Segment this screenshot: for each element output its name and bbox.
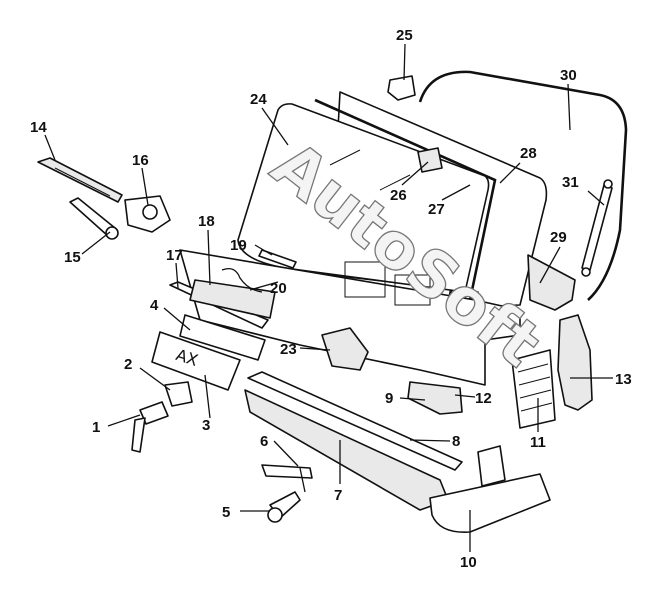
callout-19: 19	[230, 237, 247, 254]
part-24-glass	[237, 103, 490, 293]
callout-17: 17	[166, 247, 183, 264]
part-6-support	[261, 464, 313, 479]
callout-26: 26	[390, 187, 407, 204]
part-3-plate	[151, 331, 241, 391]
callout-15: 15	[64, 249, 81, 266]
callout-29: 29	[550, 229, 567, 246]
callout-9: 9	[385, 390, 393, 407]
part-20-pin	[258, 249, 297, 269]
callout-16: 16	[132, 152, 149, 169]
callout-4: 4	[150, 297, 159, 314]
callout-25: 25	[396, 27, 413, 44]
callout-3: 3	[202, 417, 210, 434]
callout-14: 14	[30, 119, 47, 136]
callout-30: 30	[560, 67, 577, 84]
callout-12: 12	[475, 390, 492, 407]
callout-1: 1	[92, 419, 100, 436]
callout-13: 13	[615, 371, 632, 388]
callout-8: 8	[452, 433, 460, 450]
part-10-bumper-end	[429, 473, 551, 533]
callout-23: 23	[280, 341, 297, 358]
part-23-latch-mech	[321, 327, 369, 371]
part-2-lock-housing	[164, 381, 193, 407]
leader-lines	[44, 43, 613, 552]
part-4-lamp-housing	[179, 314, 266, 361]
callout-6: 6	[260, 433, 268, 450]
callout-27: 27	[428, 201, 445, 218]
tailgate-body	[179, 249, 521, 386]
part-11-lamp	[511, 349, 556, 429]
callout-11: 11	[530, 434, 546, 451]
callout-28: 28	[520, 145, 537, 162]
part-29-bracket	[527, 254, 576, 311]
callout-10: 10	[460, 554, 477, 571]
callout-7: 7	[334, 487, 342, 504]
part-25-clip	[387, 75, 416, 101]
part-19-wire	[221, 267, 263, 293]
part-13-side-trim	[557, 314, 593, 411]
callout-18: 18	[198, 213, 215, 230]
callout-31: 31	[562, 174, 579, 191]
part-8-bumper-bar	[247, 371, 463, 471]
callout-5: 5	[222, 504, 230, 521]
callout-20: 20	[270, 280, 287, 297]
callout-2: 2	[124, 356, 132, 373]
part-31-strut	[581, 184, 613, 271]
part-9-bracket	[407, 381, 463, 415]
callout-24: 24	[250, 91, 267, 108]
part-30-seal	[418, 70, 628, 301]
